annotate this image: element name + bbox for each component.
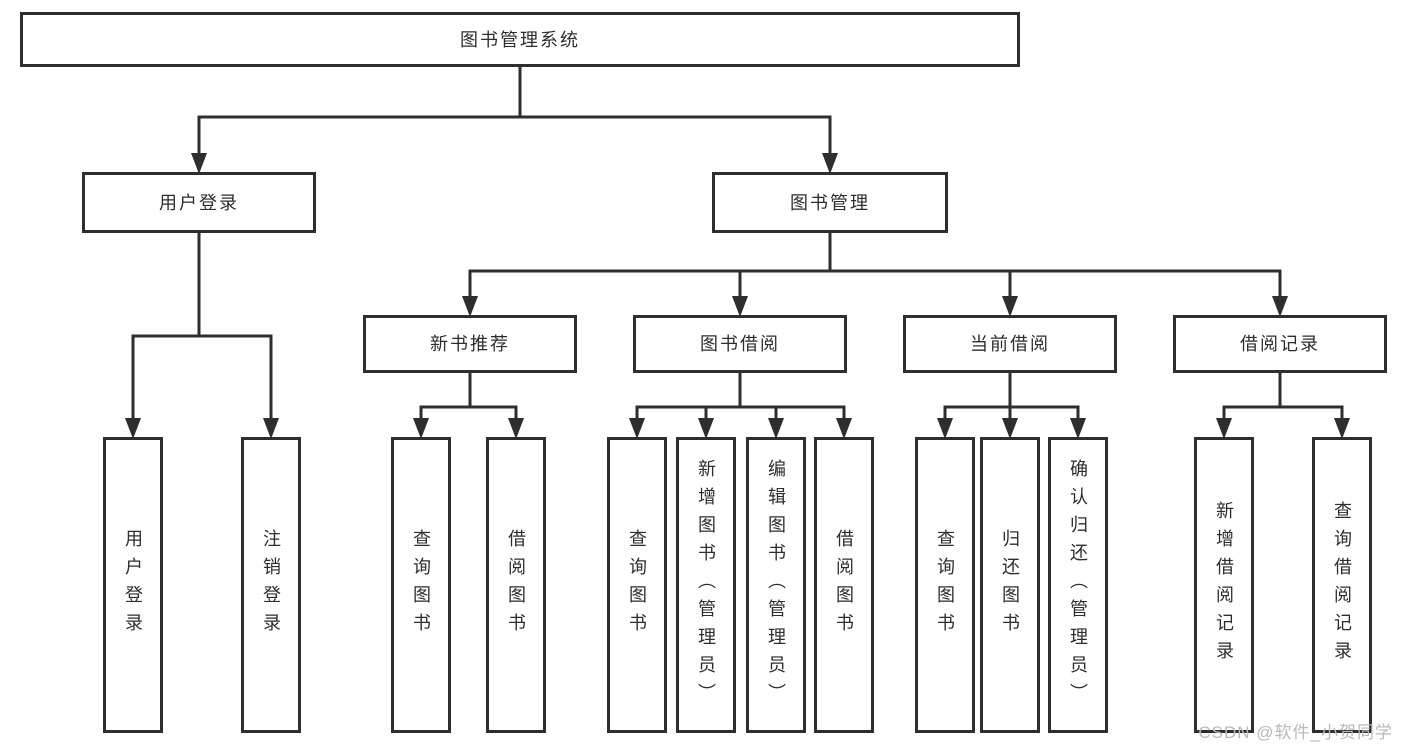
node-log-query: 查询借阅记录 bbox=[1312, 437, 1372, 733]
arrowhead-icon bbox=[629, 418, 645, 439]
arrowhead-icon bbox=[413, 418, 429, 439]
node-mgmt: 图书管理 bbox=[712, 172, 948, 233]
node-current: 当前借阅 bbox=[903, 315, 1117, 373]
arrowhead-icon bbox=[263, 418, 279, 439]
node-log-add: 新增借阅记录 bbox=[1194, 437, 1254, 733]
node-logout: 注销登录 bbox=[241, 437, 301, 733]
node-borrow: 图书借阅 bbox=[633, 315, 847, 373]
node-bor-query: 查询图书 bbox=[607, 437, 667, 733]
arrowhead-icon bbox=[1002, 296, 1018, 317]
node-cur-confirm: 确认归还（管理员） bbox=[1048, 437, 1108, 733]
arrowhead-icon bbox=[508, 418, 524, 439]
arrowhead-icon bbox=[1070, 418, 1086, 439]
node-cur-query: 查询图书 bbox=[915, 437, 975, 733]
node-bor-add: 新增图书（管理员） bbox=[676, 437, 736, 733]
node-records: 借阅记录 bbox=[1173, 315, 1387, 373]
arrowhead-icon bbox=[836, 418, 852, 439]
arrowhead-icon bbox=[1002, 418, 1018, 439]
arrowhead-icon bbox=[732, 296, 748, 317]
arrowhead-icon bbox=[937, 418, 953, 439]
arrowhead-icon bbox=[822, 153, 838, 174]
arrowhead-icon bbox=[1216, 418, 1232, 439]
node-recommend: 新书推荐 bbox=[363, 315, 577, 373]
node-login: 用户登录 bbox=[82, 172, 316, 233]
node-cur-return: 归还图书 bbox=[980, 437, 1040, 733]
arrowhead-icon bbox=[462, 296, 478, 317]
arrowhead-icon bbox=[125, 418, 141, 439]
node-bor-borrow: 借阅图书 bbox=[814, 437, 874, 733]
arrowhead-icon bbox=[768, 418, 784, 439]
node-root: 图书管理系统 bbox=[20, 12, 1020, 67]
node-user-login: 用户登录 bbox=[103, 437, 163, 733]
arrowhead-icon bbox=[1272, 296, 1288, 317]
arrowhead-icon bbox=[191, 153, 207, 174]
node-rec-borrow: 借阅图书 bbox=[486, 437, 546, 733]
node-bor-edit: 编辑图书（管理员） bbox=[746, 437, 806, 733]
node-rec-query: 查询图书 bbox=[391, 437, 451, 733]
arrowhead-icon bbox=[698, 418, 714, 439]
watermark: CSDN @软件_小贺同学 bbox=[1198, 723, 1393, 742]
arrowhead-icon bbox=[1334, 418, 1350, 439]
